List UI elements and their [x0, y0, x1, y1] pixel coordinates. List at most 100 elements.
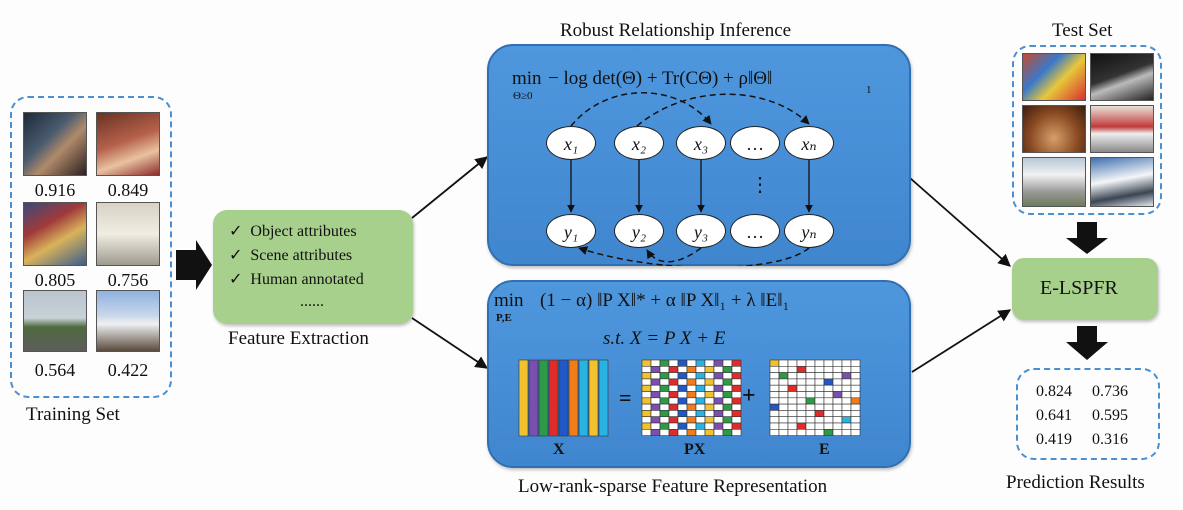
matrix-e-cell: [841, 372, 852, 380]
arrow-inference-to-model: [909, 177, 1011, 267]
matrix-e-cell: [787, 359, 798, 367]
node-y3: y₃: [676, 214, 726, 248]
matrix-e-cell: [832, 403, 843, 411]
test-image-6: [1090, 157, 1154, 207]
matrix-e-cell: [823, 403, 834, 411]
matrix-e-cell: [814, 416, 825, 424]
node-y-ellipsis: …: [730, 214, 780, 248]
matrix-px-cell: [659, 372, 670, 380]
matrix-px-cell: [686, 422, 697, 430]
prediction-box: [1016, 368, 1160, 460]
matrix-e-cell: [823, 384, 834, 392]
matrix-e-cell: [823, 378, 834, 386]
matrix-px-cell: [713, 429, 724, 436]
matrix-px-cell: [641, 384, 652, 392]
node-yn: yₙ: [784, 214, 834, 248]
matrix-px-cell: [731, 416, 742, 424]
matrix-e-cell: [832, 397, 843, 405]
check-icon: ✓: [229, 247, 243, 264]
matrix-e-cell: [805, 410, 816, 417]
node-xn: xₙ: [784, 126, 834, 160]
matrix-e-cell: [814, 429, 825, 436]
training-image-5: [23, 290, 87, 352]
arrow-lowrank-to-model: [911, 309, 1012, 373]
matrix-e-cell: [796, 416, 807, 424]
matrix-e-cell: [841, 397, 852, 405]
matrix-e-cell: [769, 416, 780, 424]
inference-graph-edges: [567, 92, 813, 266]
matrix-px-cell: [704, 429, 715, 436]
matrix-px-cell: [650, 366, 661, 373]
matrix-e-cell: [796, 372, 807, 380]
matrix-px-cell: [641, 422, 652, 430]
matrix-px-cell: [722, 359, 733, 367]
matrix-px-cell: [677, 429, 688, 436]
matrix-e-cell: [769, 372, 780, 380]
matrix-e-cell: [778, 391, 789, 399]
matrix-e-cell: [787, 397, 798, 405]
matrix-px-cell: [650, 391, 661, 399]
matrix-px-cell: [695, 410, 706, 417]
matrix-px-cell: [713, 359, 724, 367]
matrix-px-cell: [641, 378, 652, 386]
matrix-e-cell: [778, 372, 789, 380]
matrix-e-cell: [850, 416, 861, 424]
matrix-e-cell: [832, 359, 843, 367]
matrix-px-cell: [713, 384, 724, 392]
matrix-e-cell: [769, 359, 780, 367]
matrix-px-cell: [713, 397, 724, 405]
inference-formula-sub: Θ≥0: [513, 90, 533, 102]
matrix-px-cell: [677, 410, 688, 417]
matrix-px-cell: [731, 378, 742, 386]
matrix-layer: [518, 359, 861, 437]
arrow-features-to-inference: [411, 156, 488, 219]
matrix-px-cell: [641, 391, 652, 399]
matrix-px-cell: [722, 366, 733, 373]
matrix-px-cell: [686, 429, 697, 436]
matrix-e-cell: [769, 384, 780, 392]
matrix-px-cell: [695, 378, 706, 386]
matrix-px-cell: [641, 416, 652, 424]
matrix-e-cell: [841, 416, 852, 424]
matrix-e-cell: [841, 366, 852, 373]
matrix-px-cell: [695, 391, 706, 399]
matrix-px-cell: [731, 359, 742, 367]
matrix-px-cell: [686, 366, 697, 373]
matrix-px-cell: [704, 403, 715, 411]
matrix-e-cell: [778, 366, 789, 373]
matrix-px-cell: [677, 378, 688, 386]
node-y2: y₂: [614, 214, 664, 248]
matrix-px-cell: [704, 378, 715, 386]
matrix-e-cell: [796, 384, 807, 392]
matrix-e-cell: [850, 378, 861, 386]
matrix-px-cell: [641, 359, 652, 367]
matrix-px-cell: [704, 366, 715, 373]
matrix-px-cell: [713, 366, 724, 373]
matrix-px-cell: [713, 422, 724, 430]
feature-label-human: Human annotated: [250, 271, 364, 288]
matrix-px-cell: [659, 403, 670, 411]
prediction-cell: 0.641: [1036, 407, 1072, 424]
matrix-px-cell: [641, 397, 652, 405]
matrix-e-cell: [850, 366, 861, 373]
matrix-px-cell: [677, 422, 688, 430]
matrix-e-cell: [832, 429, 843, 436]
feature-item-more: ......: [300, 293, 324, 310]
matrix-e-cell: [814, 397, 825, 405]
matrix-px-cell: [695, 366, 706, 373]
matrix-e-cell: [769, 366, 780, 373]
matrix-e-cell: [769, 391, 780, 399]
matrix-px-cell: [650, 378, 661, 386]
matrix-px-cell: [668, 384, 679, 392]
matrix-px-cell: [722, 416, 733, 424]
matrix-px-cell: [677, 359, 688, 367]
matrix-e-cell: [841, 422, 852, 430]
matrix-e-cell: [823, 391, 834, 399]
matrix-e-cell: [832, 410, 843, 417]
prediction-cell: 0.824: [1036, 383, 1072, 400]
feature-label-object: Object attributes: [250, 223, 357, 240]
matrix-e-cell: [787, 378, 798, 386]
matrix-px-cell: [641, 410, 652, 417]
matrix-e-cell: [823, 416, 834, 424]
matrix-px-cell: [695, 372, 706, 380]
